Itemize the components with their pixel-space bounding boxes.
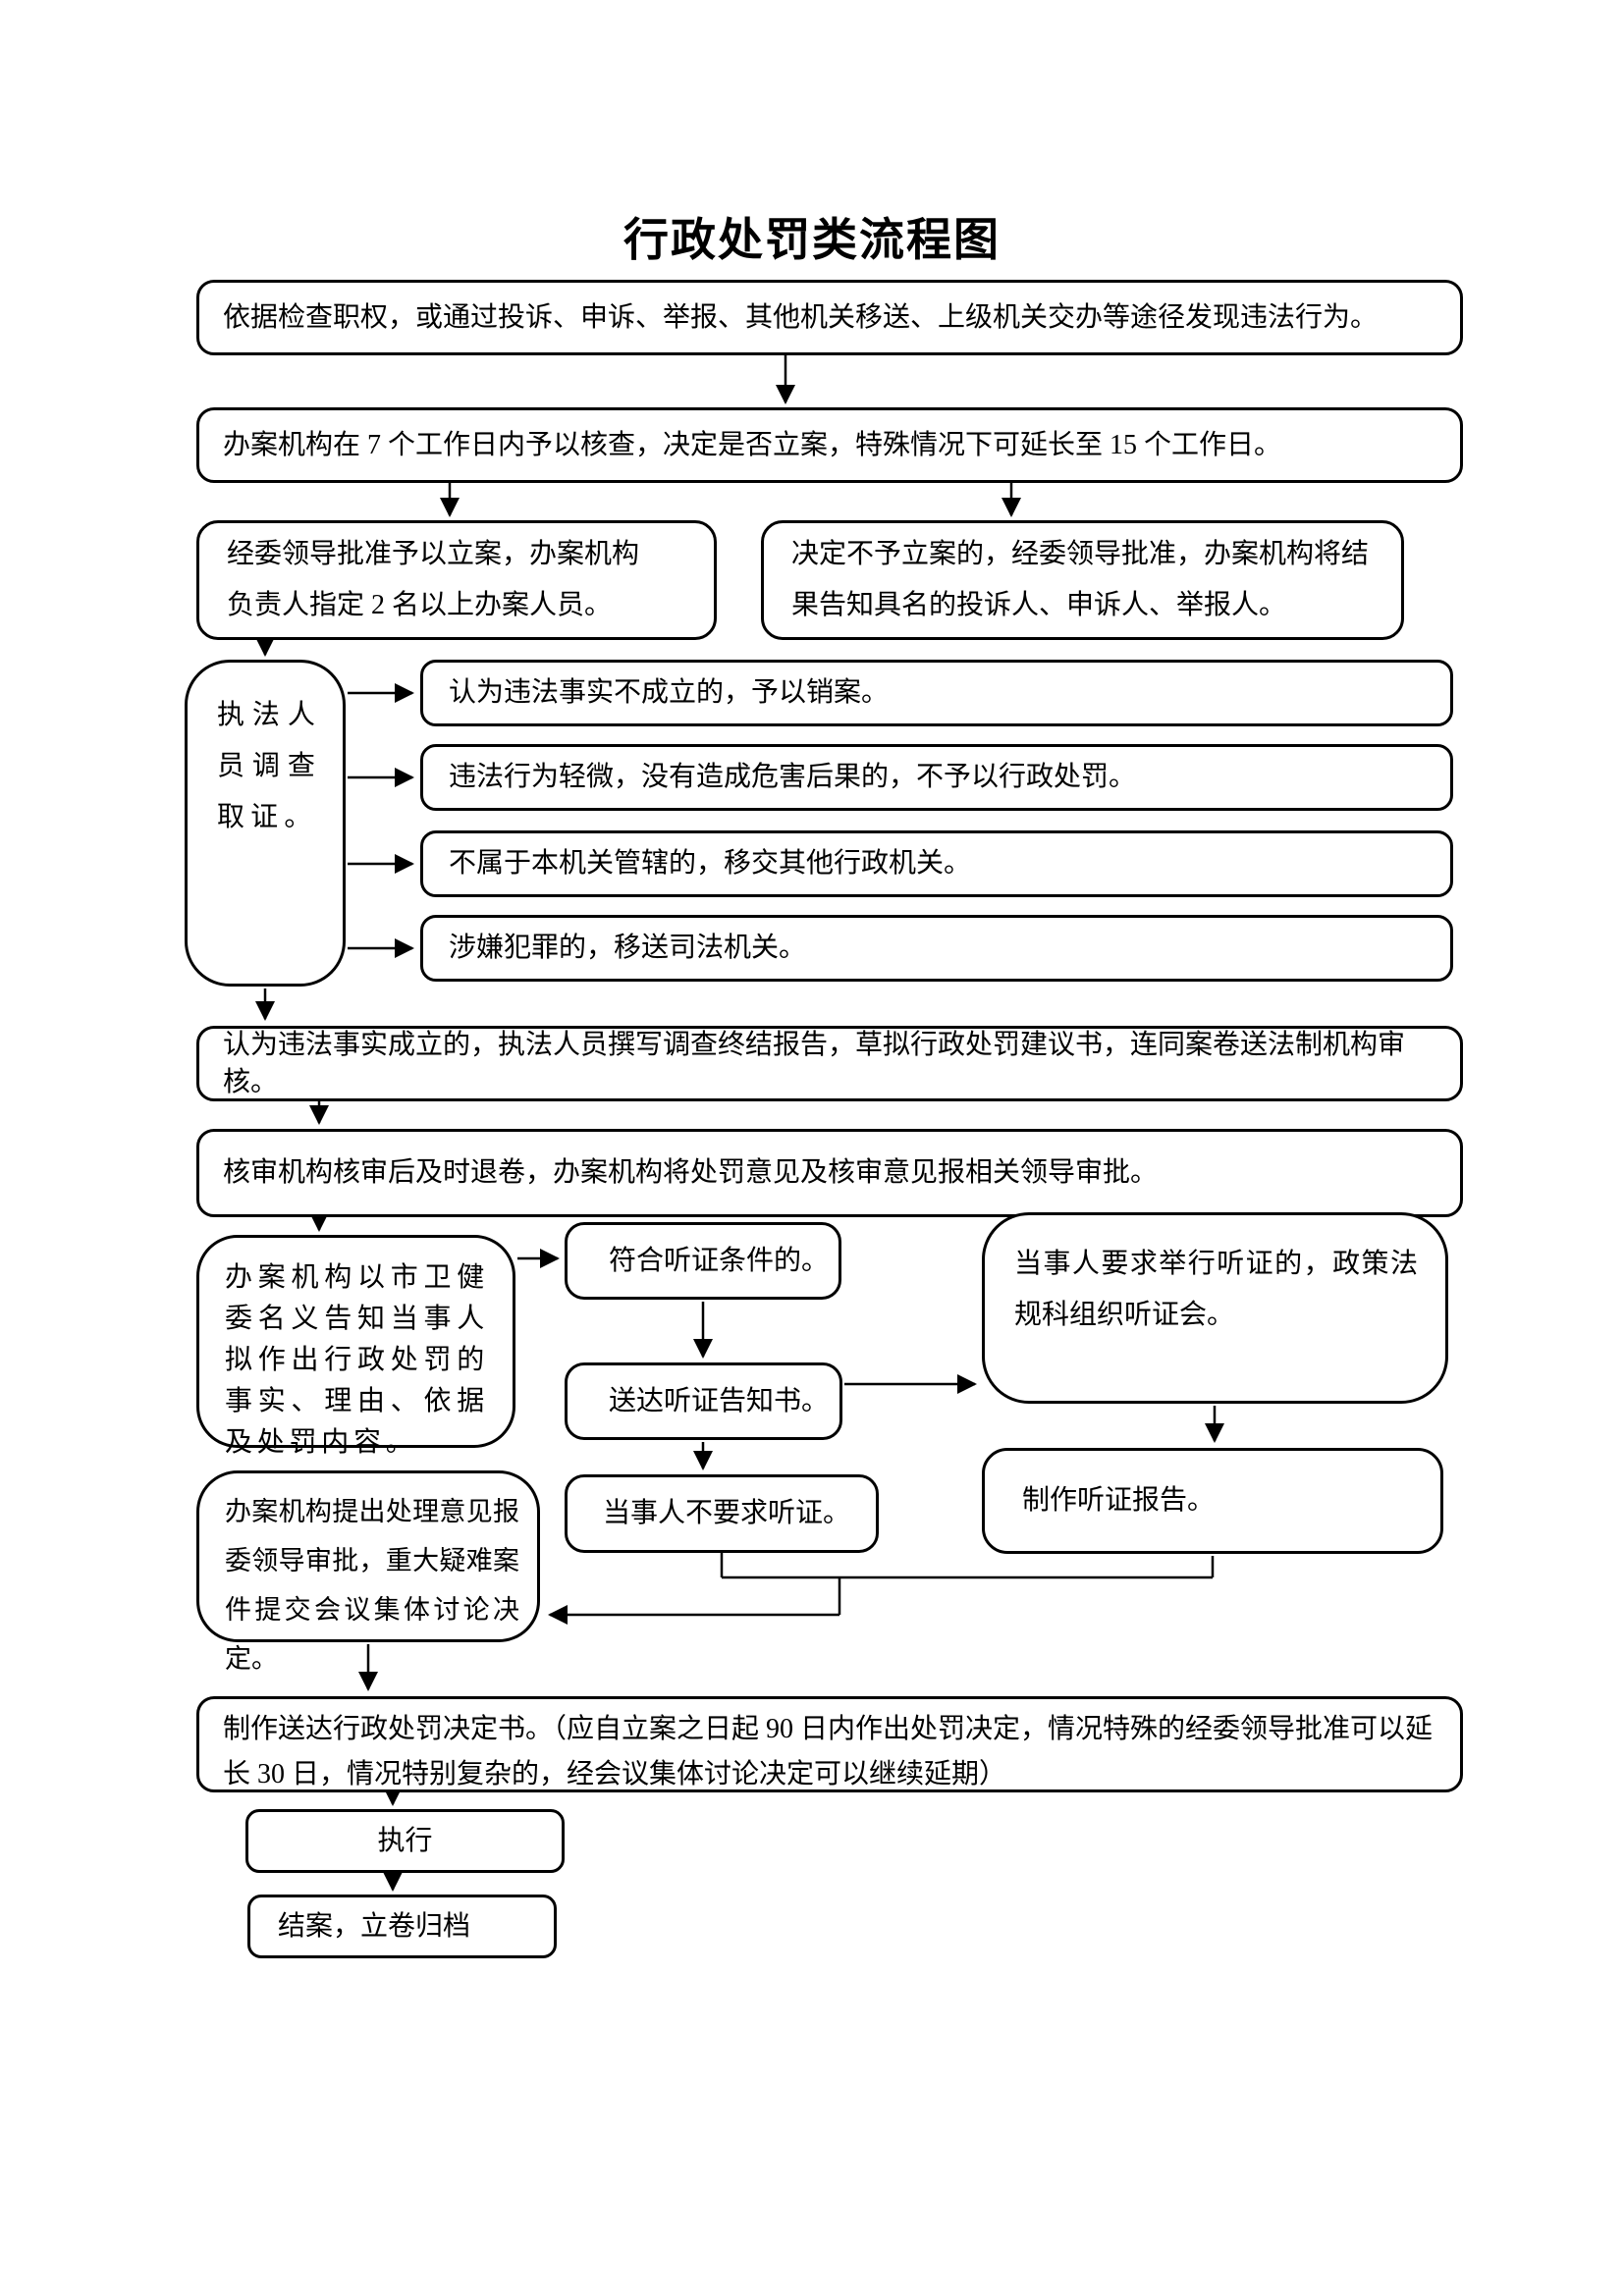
node-branch-transfer-judicial-text: 涉嫌犯罪的，移送司法机关。 — [449, 933, 807, 964]
node-branch-dismiss-text: 认为违法事实不成立的，予以销案。 — [449, 677, 890, 709]
node-investigate: 执法人员调查取证。 — [185, 660, 346, 987]
node-no-hearing-text: 当事人不要求听证。 — [603, 1498, 851, 1529]
node-report-review-text: 认为违法事实成立的，执法人员撰写调查终结报告，草拟行政处罚建议书，连同案卷送法制… — [223, 1029, 1406, 1097]
node-discovery-text: 依据检查职权，或通过投诉、申诉、举报、其他机关移送、上级机关交办等途径发现违法行… — [223, 301, 1379, 333]
node-hearing-notice: 送达听证告知书。 — [565, 1362, 842, 1440]
node-notify-party: 办案机构以市卫健委名义告知当事人拟作出行政处罚的事实、理由、依据及处罚内容。 — [196, 1235, 515, 1458]
node-report-review: 认为违法事实成立的，执法人员撰写调查终结报告，草拟行政处罚建议书，连同案卷送法制… — [196, 1026, 1463, 1101]
node-hearing-requested: 当事人要求举行听证的，政策法规科组织听证会。 — [982, 1212, 1448, 1404]
node-branch-transfer-admin: 不属于本机关管辖的，移交其他行政机关。 — [420, 830, 1453, 897]
node-return-file: 核审机构核审后及时退卷，办案机构将处罚意见及核审意见报相关领导审批。 — [196, 1129, 1463, 1217]
node-verify: 办案机构在 7 个工作日内予以核查，决定是否立案，特殊情况下可延长至 15 个工… — [196, 407, 1463, 483]
node-return-file-text: 核审机构核审后及时退卷，办案机构将处罚意见及核审意见报相关领导审批。 — [223, 1157, 1159, 1189]
node-branch-dismiss: 认为违法事实不成立的，予以销案。 — [420, 660, 1453, 726]
node-hearing-report: 制作听证报告。 — [982, 1448, 1443, 1554]
node-branch-transfer-judicial: 涉嫌犯罪的，移送司法机关。 — [420, 915, 1453, 982]
page-title: 行政处罚类流程图 — [623, 214, 1001, 265]
node-execute-text: 执行 — [377, 1825, 433, 1856]
node-opinion-approval: 办案机构提出处理意见报委领导审批，重大疑难案件提交会议集体讨论决定。 — [196, 1470, 540, 1674]
node-decision-doc: 制作送达行政处罚决定书。（应自立案之日起 90 日内作出处罚决定，情况特殊的经委… — [196, 1696, 1463, 1792]
node-close-case: 结案，立卷归档 — [247, 1895, 557, 1958]
node-branch-transfer-admin-text: 不属于本机关管辖的，移交其他行政机关。 — [449, 848, 972, 880]
node-branch-minor: 违法行为轻微，没有造成危害后果的，不予以行政处罚。 — [420, 744, 1453, 811]
node-hearing-report-text: 制作听证报告。 — [1022, 1485, 1216, 1517]
node-approve-case: 经委领导批准予以立案，办案机构负责人指定 2 名以上办案人员。 — [196, 520, 717, 640]
node-hearing-eligible: 符合听证条件的。 — [565, 1222, 841, 1300]
node-no-case: 决定不予立案的，经委领导批准，办案机构将结果告知具名的投诉人、申诉人、举报人。 — [761, 520, 1404, 640]
node-hearing-notice-text: 送达听证告知书。 — [609, 1385, 830, 1416]
node-verify-text: 办案机构在 7 个工作日内予以核查，决定是否立案，特殊情况下可延长至 15 个工… — [223, 429, 1282, 460]
node-close-case-text: 结案，立卷归档 — [278, 1910, 471, 1942]
node-execute: 执行 — [245, 1809, 565, 1873]
node-discovery: 依据检查职权，或通过投诉、申诉、举报、其他机关移送、上级机关交办等途径发现违法行… — [196, 280, 1463, 355]
node-hearing-eligible-text: 符合听证条件的。 — [609, 1245, 830, 1276]
node-branch-minor-text: 违法行为轻微，没有造成危害后果的，不予以行政处罚。 — [449, 762, 1137, 793]
node-no-hearing: 当事人不要求听证。 — [565, 1474, 879, 1553]
